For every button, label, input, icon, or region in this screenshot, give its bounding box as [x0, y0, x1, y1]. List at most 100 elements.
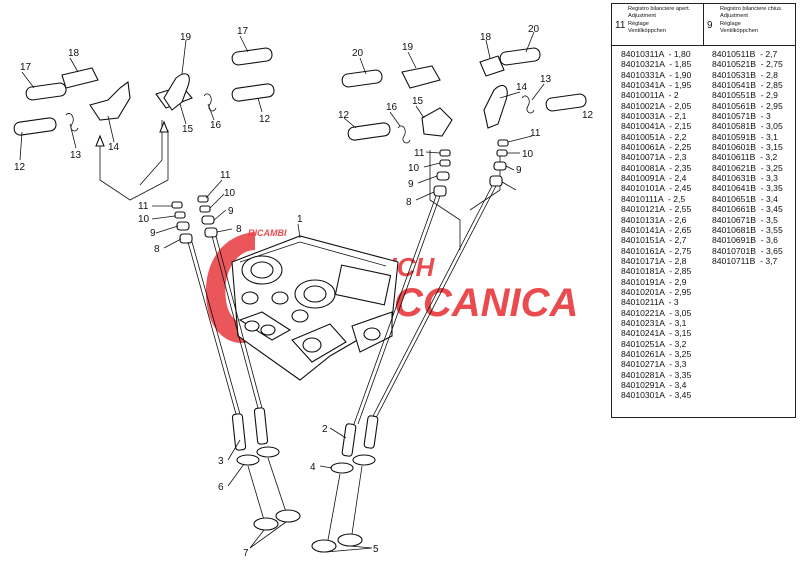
label-7: 7: [243, 548, 249, 559]
label-2: 2: [322, 424, 328, 435]
label-15-right: 15: [412, 96, 424, 107]
label-10-left: 10: [138, 214, 150, 225]
table-row: 84010141A - 2,65: [621, 224, 692, 235]
label-16-right: 16: [386, 102, 398, 113]
label-17-mid: 17: [237, 26, 249, 37]
label-3: 3: [218, 456, 224, 467]
header-description-right: Registro bilanciere chius. Adjustment Ré…: [720, 6, 783, 35]
valve-adjusters: [171, 139, 509, 244]
label-18-right: 18: [480, 32, 492, 43]
label-11-right: 11: [530, 128, 541, 139]
label-19-right: 19: [402, 42, 414, 53]
table-row: 84010041A - 2,15: [621, 121, 692, 132]
table-row: 84010561B - 2,95: [712, 100, 783, 111]
label-10-mid: 10: [224, 188, 236, 199]
header-part-number-11: 11: [615, 20, 626, 31]
table-row: 84010121A - 2,55: [621, 204, 692, 215]
table-row: 84010341A - 1,95: [621, 80, 692, 91]
table-row: 84010681B - 3,55: [712, 224, 783, 235]
table-row: 84010651B - 3,4: [712, 193, 778, 204]
table-row: 84010511B - 2,7: [712, 49, 778, 59]
table-row: 84010111A - 2,5: [621, 193, 686, 204]
table-row: 84010171A - 2,8: [621, 255, 687, 266]
table-row: 84010101A - 2,45: [621, 183, 692, 194]
table-row: 84010571B - 3: [712, 111, 771, 122]
table-row: 84010331A - 1,90: [621, 69, 692, 80]
label-11-mid: 11: [220, 170, 231, 181]
label-9-far-right: 9: [516, 165, 522, 176]
table-row: 84010241A - 3,15: [621, 328, 692, 339]
table-row: 84010641B - 3,35: [712, 183, 783, 194]
adjustment-table: 11 Registro bilanciere apert. Adjustment…: [611, 3, 796, 418]
table-row: 84010271A - 3,3: [621, 359, 687, 370]
label-5: 5: [373, 544, 379, 555]
table-row: 84010011A - 2: [621, 90, 679, 101]
label-12-right: 12: [338, 110, 350, 121]
table-header-closing-adjuster: 9 Registro bilanciere chius. Adjustment …: [704, 4, 795, 46]
table-row: 84010251A - 3,2: [621, 338, 687, 349]
table-row: 84010661B - 3,45: [712, 204, 783, 215]
table-row: 84010201A - 2,95: [621, 286, 692, 297]
label-9-mid: 9: [228, 206, 234, 217]
label-14-left: 14: [108, 142, 120, 153]
table-row: 84010531B - 2,8: [712, 69, 778, 80]
header-part-number-9: 9: [707, 20, 713, 31]
label-17-left: 17: [20, 62, 32, 73]
table-row: 84010581B - 3,05: [712, 121, 783, 132]
part-labels: 17 18 19 17 12 13 14 15 16 12 11 10 9 8 …: [14, 24, 594, 559]
table-row: 84010291A - 3,4: [621, 380, 687, 390]
table-row: 84010131A - 2,6: [621, 214, 687, 225]
table-row: 84010211A - 3: [621, 297, 679, 308]
table-row: 84010611B - 3,2: [712, 152, 778, 163]
table-row: 84010081A - 2,35: [621, 162, 692, 173]
table-row: 84010231A - 3,1: [621, 317, 687, 328]
label-19-left: 19: [180, 32, 192, 43]
label-9-left: 9: [150, 228, 156, 239]
table-row: 84010191A - 2,9: [621, 276, 687, 287]
label-10-far-right: 10: [522, 149, 534, 160]
label-18-left: 18: [68, 48, 80, 59]
label-4: 4: [310, 462, 316, 473]
label-9-right: 9: [408, 179, 414, 190]
table-row: 84010551B - 2,9: [712, 90, 778, 101]
left-rocker-assembly: [13, 47, 275, 201]
label-15-left: 15: [182, 124, 194, 135]
table-row: 84010601B - 3,15: [712, 142, 783, 153]
right-rocker-assembly: [341, 47, 587, 250]
label-6: 6: [218, 482, 224, 493]
table-row: 84010061A - 2,25: [621, 142, 692, 153]
table-row: 84010671B - 3,5: [712, 214, 778, 225]
label-14-right: 14: [516, 82, 528, 93]
table-row: 84010311A - 1,80: [621, 49, 691, 59]
table-row: 84010631B - 3,3: [712, 173, 778, 184]
watermark-line-1: RICAMBI: [248, 228, 287, 238]
table-header-opening-adjuster: 11 Registro bilanciere apert. Adjustment…: [612, 4, 704, 46]
label-12-far-right: 12: [582, 110, 594, 121]
table-row: 84010071A - 2,3: [621, 152, 687, 163]
label-8-mid: 8: [236, 224, 242, 235]
table-row: 84010541B - 2,85: [712, 80, 783, 91]
label-1: 1: [297, 214, 303, 225]
label-11-right-lower: 11: [414, 148, 425, 159]
pushrods-and-valves: [187, 185, 497, 553]
label-10-right: 10: [408, 163, 420, 174]
cylinder-head: [231, 235, 399, 381]
table-row: 84010701B - 3,65: [712, 245, 783, 256]
table-row: 84010691B - 3,6: [712, 235, 778, 246]
table-row: 84010051A - 2,2: [621, 131, 687, 142]
table-row: 84010161A - 2,75: [621, 245, 692, 256]
label-20-right: 20: [352, 48, 364, 59]
table-row: 84010261A - 3,25: [621, 348, 692, 359]
table-row: 84010321A - 1,85: [621, 59, 692, 70]
label-13-right: 13: [540, 74, 552, 85]
label-16-left: 16: [210, 120, 222, 131]
label-12-mid: 12: [259, 114, 271, 125]
label-11-left: 11: [138, 201, 149, 212]
table-row: 84010091A - 2,4: [621, 173, 687, 184]
leader-lines: [19, 31, 545, 553]
table-row: 84010281A - 3,35: [621, 369, 692, 380]
table-row: 84010021A - 2,05: [621, 100, 692, 111]
table-row: 84010521B - 2,75: [712, 59, 783, 70]
